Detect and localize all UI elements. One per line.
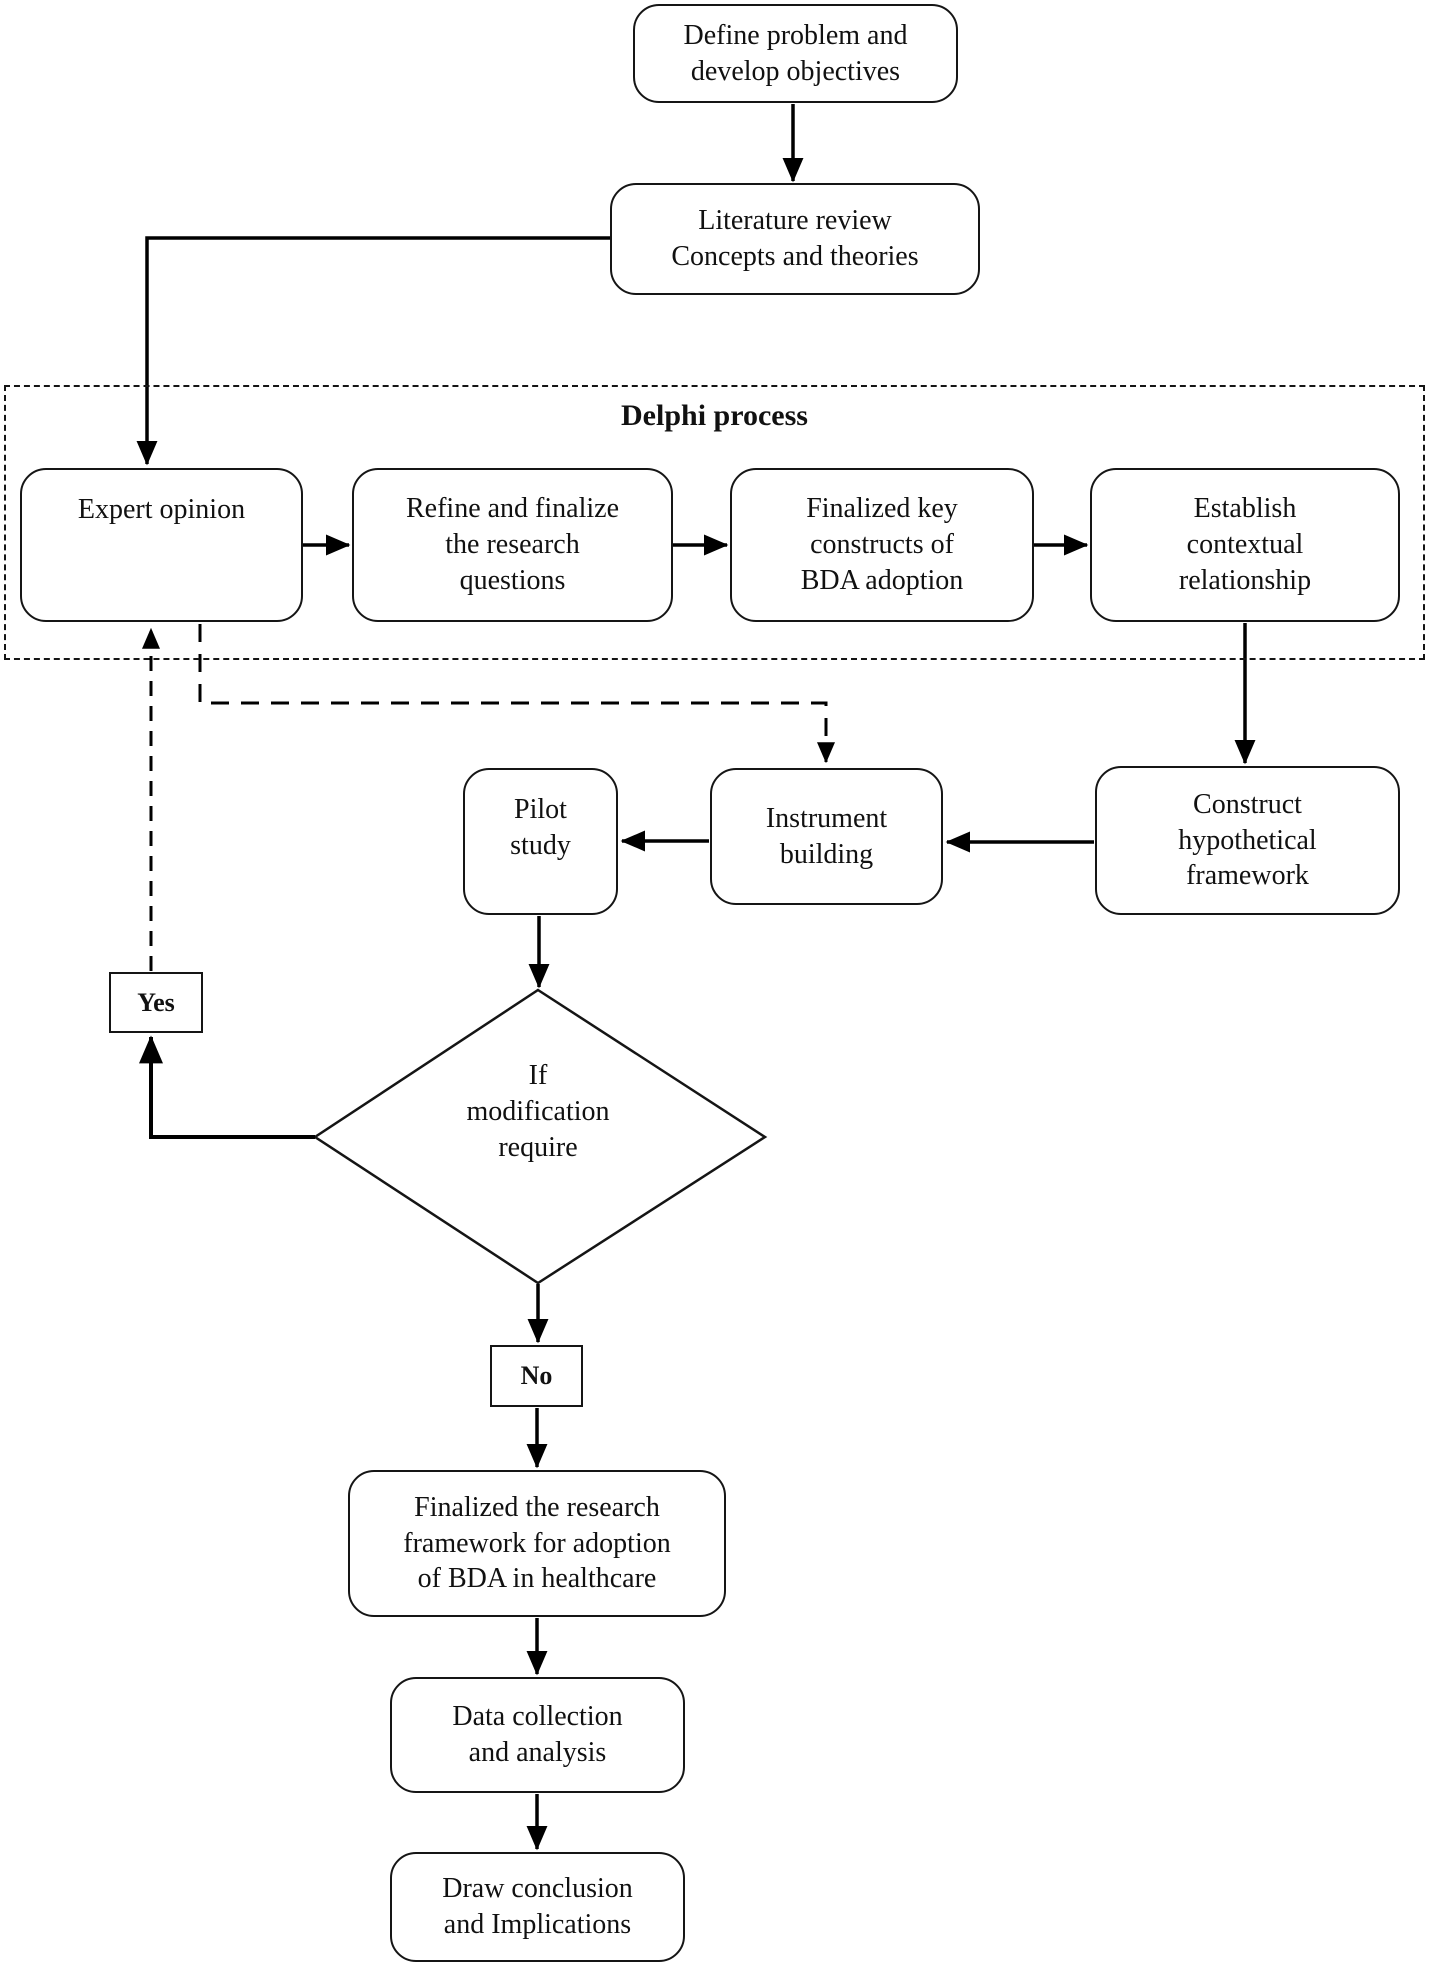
node-decision-label: If modification require [466,1060,610,1163]
node-literature-review: Literature review Concepts and theories [610,183,980,295]
delphi-process-title: Delphi process [621,399,808,432]
edge-literature-expert [136,236,610,466]
node-instrument-building: Instrument building [710,768,943,905]
node-yes: Yes [109,972,203,1033]
edge-decision-yes [139,1035,315,1139]
node-draw-conclusion: Draw conclusion and Implications [390,1852,685,1962]
node-finalized-constructs: Finalized key constructs of BDA adoption [730,468,1034,622]
node-define-problem: Define problem and develop objectives [633,4,958,103]
delphi-process-container: Delphi process [4,385,1425,660]
node-construct-framework: Construct hypothetical framework [1095,766,1400,915]
node-final-framework: Finalized the research framework for ado… [348,1470,726,1617]
node-establish-relationship: Establish contextual relationship [1090,468,1400,622]
node-refine-questions: Refine and finalize the research questio… [352,468,673,622]
node-data-collection: Data collection and analysis [390,1677,685,1793]
edge-expert-instrument-dashed [198,624,835,764]
decision-diamond-shape [312,988,768,1285]
node-expert-opinion: Expert opinion [20,468,303,622]
node-pilot-study: Pilot study [463,768,618,915]
node-no: No [490,1345,583,1407]
